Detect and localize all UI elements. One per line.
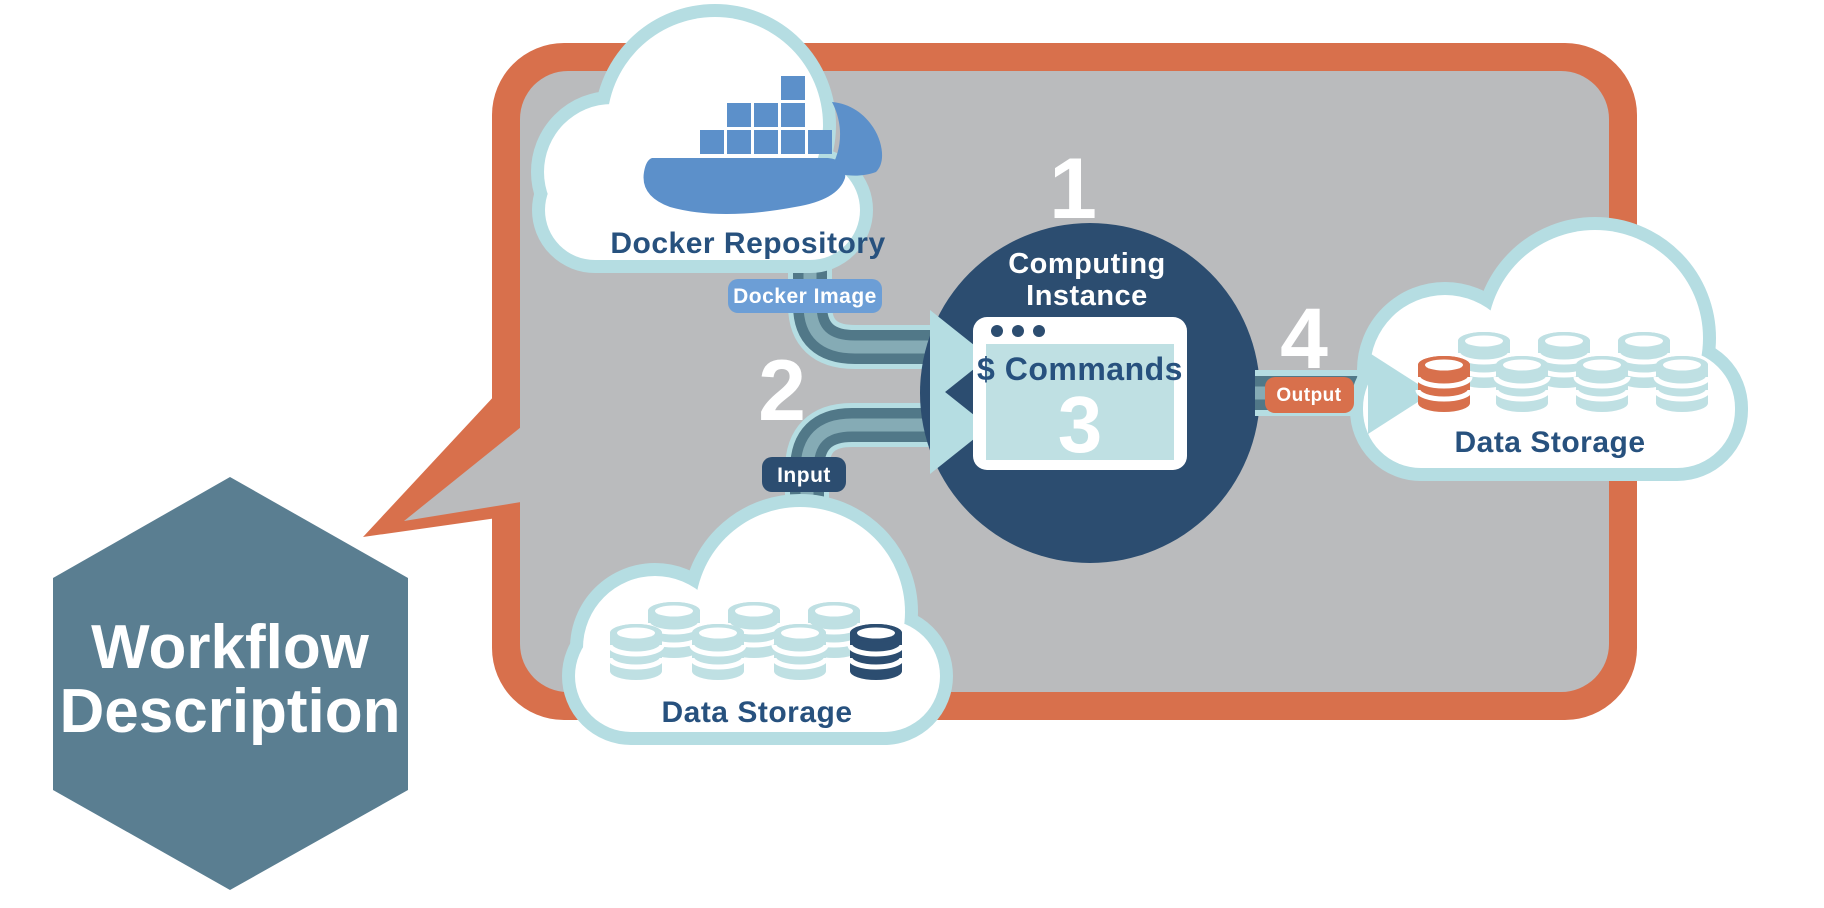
docker-image-label-text: Docker Image bbox=[733, 285, 877, 308]
computing-instance-label-line2: Instance bbox=[1026, 280, 1148, 312]
step-2-number: 2 bbox=[758, 343, 806, 439]
hexagon-title-line2: Description bbox=[59, 677, 400, 746]
computing-instance-label-line1: Computing bbox=[1008, 248, 1166, 280]
speech-bubble-tail-fill bbox=[404, 427, 521, 521]
docker-repository-cloud: Docker Repository bbox=[531, 4, 885, 273]
output-label: Output bbox=[1265, 377, 1354, 413]
workflow-hexagon: Workflow Description bbox=[53, 477, 408, 890]
data-storage-left-cloud: Data Storage bbox=[562, 494, 953, 745]
window-dots-icon bbox=[991, 325, 1045, 337]
docker-image-label: Docker Image bbox=[728, 279, 882, 313]
arrow-icon bbox=[930, 310, 989, 404]
hexagon-shape bbox=[53, 477, 408, 890]
step-3-number: 3 bbox=[1058, 380, 1103, 469]
docker-whale-icon bbox=[643, 76, 883, 214]
input-label-text: Input bbox=[777, 464, 831, 487]
input-label: Input bbox=[762, 457, 846, 492]
data-storage-right-label: Data Storage bbox=[1454, 426, 1645, 459]
terminal-content-area bbox=[986, 344, 1174, 460]
terminal-window: $ Commands 3 bbox=[973, 317, 1187, 470]
docker-repository-label: Docker Repository bbox=[610, 227, 885, 260]
highlighted-database-cylinder bbox=[1418, 356, 1470, 412]
hexagon-title-line1: Workflow bbox=[91, 613, 370, 682]
highlighted-database-cylinder bbox=[850, 624, 902, 680]
pipe-arrowheads bbox=[930, 310, 989, 474]
data-storage-right-cloud: Data Storage bbox=[1350, 217, 1748, 481]
step-4-number: 4 bbox=[1280, 291, 1328, 387]
arrow-icon bbox=[1368, 352, 1432, 434]
arrow-icon bbox=[930, 380, 989, 474]
step-1-number: 1 bbox=[1049, 141, 1097, 237]
output-label-text: Output bbox=[1276, 385, 1341, 406]
data-storage-left-label: Data Storage bbox=[661, 696, 852, 729]
terminal-command-text: $ Commands bbox=[977, 351, 1183, 387]
